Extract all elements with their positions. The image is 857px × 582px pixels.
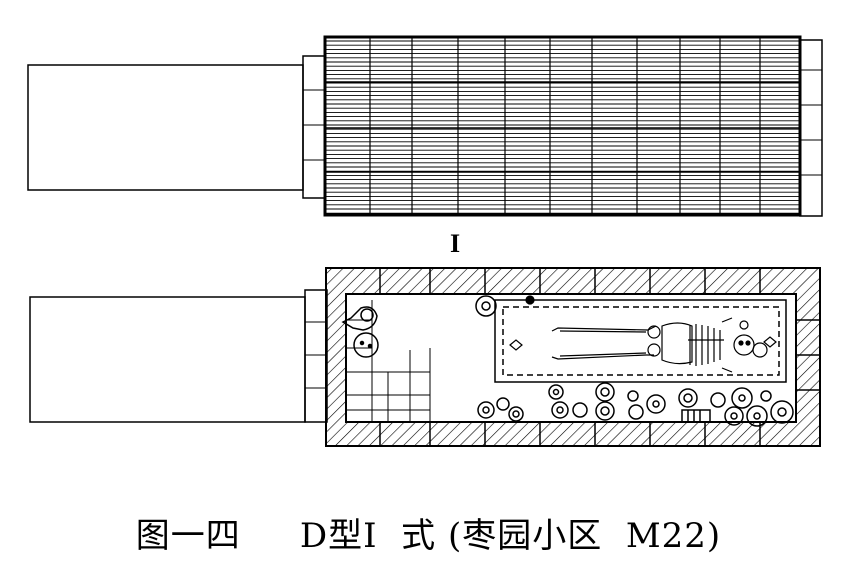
coffin-inner-dashed: [502, 306, 780, 376]
skeleton-remains: [551, 317, 755, 373]
top-view-back-wall: [799, 39, 823, 217]
jar-vessel: [341, 306, 378, 331]
figure-caption: 图一四 D型I 式 (枣园小区 M22): [0, 508, 857, 557]
caption-form: 式 (枣园小区: [401, 516, 603, 556]
top-view-roof-chamber: [323, 35, 802, 217]
caption-figure-number: 图一四: [135, 516, 241, 556]
round-bowl-vessel: [353, 332, 379, 358]
entrance-blocking-bricks: [346, 300, 431, 422]
section-label: I: [450, 229, 460, 258]
bottom-view-tomb: [29, 267, 821, 447]
caption-type: D型I: [299, 516, 378, 556]
small-grave-goods: [509, 295, 777, 358]
bottom-view-entrance-wall: [304, 289, 328, 423]
top-view-passage: [27, 64, 304, 191]
ceramic-vessels: [475, 295, 794, 427]
wall-brick-joints: [379, 268, 820, 446]
top-view-entrance-wall: [302, 55, 326, 199]
coffin-outline: [494, 299, 787, 383]
top-view-tomb: [27, 35, 823, 217]
bottom-view-passage: [29, 296, 306, 423]
caption-tomb-number: M22): [625, 516, 722, 556]
roof-brick-lines: [325, 37, 800, 215]
tomb-plan-drawing: I: [27, 35, 823, 447]
